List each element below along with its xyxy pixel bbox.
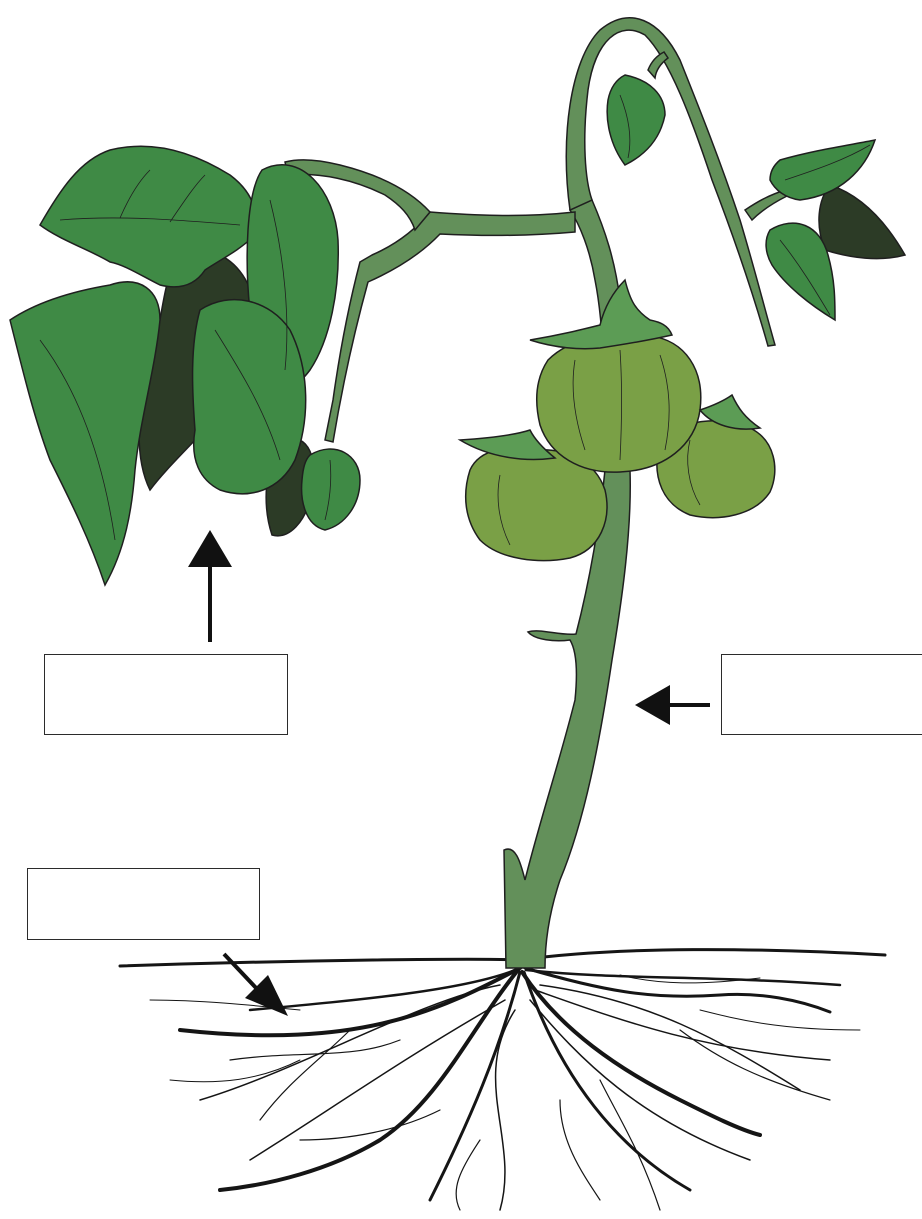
tomato-center [537, 334, 701, 472]
label-arrows [188, 530, 710, 1016]
leaves-label-box[interactable] [44, 654, 288, 735]
leaves-left [10, 146, 360, 585]
arrow-to-leaves [188, 530, 232, 642]
roots [120, 950, 885, 1210]
arrow-to-stem [635, 685, 710, 725]
stem-label-box[interactable] [721, 654, 922, 735]
roots-label-box[interactable] [27, 868, 260, 940]
